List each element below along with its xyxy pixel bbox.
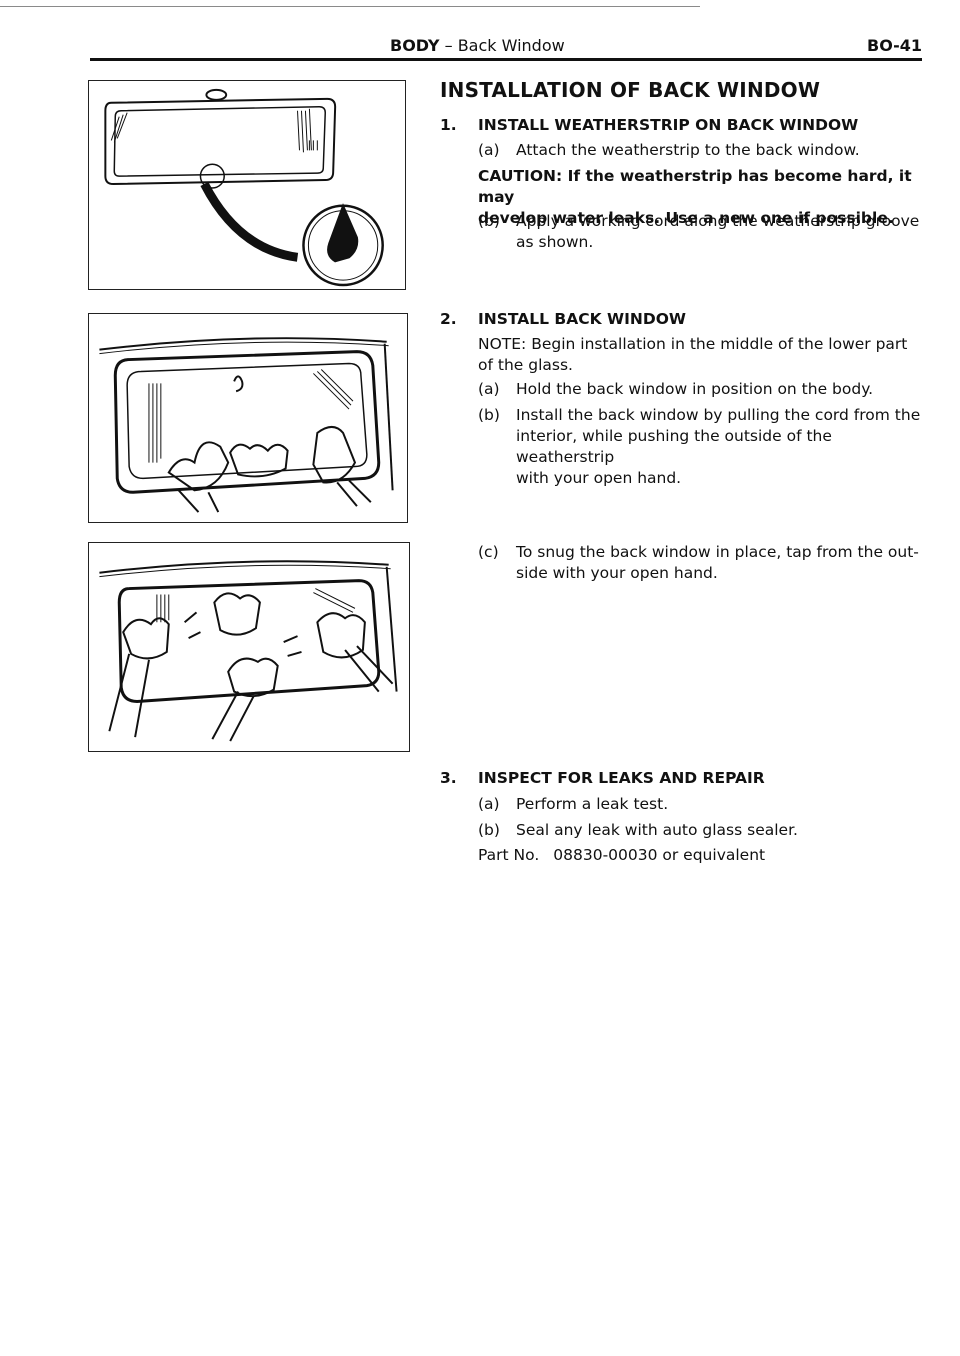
step-3-a-label: (a) (478, 795, 500, 813)
step-2-a-label: (a) (478, 380, 500, 398)
step-2-b-line-3: with your open hand. (516, 469, 682, 487)
step-1-b-line-2: as shown. (516, 233, 594, 251)
step-2-number: 2. (440, 310, 457, 328)
note-line-1: NOTE: Begin installation in the middle o… (478, 335, 908, 353)
step-1-item-b: (b) Apply a working cord along the weath… (478, 211, 928, 255)
step-2-b-label: (b) (478, 406, 500, 424)
header-separator: – (444, 36, 453, 55)
figure-weatherstrip-cord (88, 80, 406, 290)
step-3-item-b: (b) Seal any leak with auto glass sealer… (478, 820, 928, 842)
header-subsection: Back Window (457, 36, 565, 55)
step-2-b-text: Install the back window by pulling the c… (516, 405, 928, 489)
step-2-c-label: (c) (478, 543, 499, 561)
part-number-line: Part No. 08830-00030 or equivalent (478, 846, 779, 864)
page-number: BO-41 (867, 36, 922, 55)
part-label: Part No. (478, 846, 540, 864)
step-2-a-text: Hold the back window in position on the … (516, 380, 874, 398)
step-1-heading: 1. INSTALL WEATHERSTRIP ON BACK WINDOW (440, 116, 858, 134)
step-2-b-line-1: Install the back window by pulling the c… (516, 406, 921, 424)
step-1-caution: CAUTION: If the weatherstrip has become … (478, 166, 928, 229)
step-1-b-line-1: Apply a working cord along the weatherst… (516, 212, 920, 230)
page-header: BODY – Back Window BO-41 (90, 36, 922, 58)
step-2-heading: 2. INSTALL BACK WINDOW (440, 310, 686, 328)
step-3-title: INSPECT FOR LEAKS AND REPAIR (478, 769, 765, 787)
step-2-b-line-2: interior, while pushing the outside of t… (516, 427, 832, 466)
step-3-a-text: Perform a leak test. (516, 795, 669, 813)
caution-line-2: develop water leaks. Use a new one if po… (478, 209, 894, 227)
step-2-item-b: (b) Install the back window by pulling t… (478, 405, 928, 487)
step-1-a-text: Attach the weatherstrip to the back wind… (516, 141, 860, 159)
main-title: INSTALLATION OF BACK WINDOW (440, 78, 821, 102)
step-2-note: NOTE: Begin installation in the middle o… (478, 334, 928, 376)
note-line-2: of the glass. (478, 356, 573, 374)
step-2-item-c: (c) To snug the back window in place, ta… (478, 542, 928, 586)
step-1-b-label: (b) (478, 212, 500, 230)
step-3-b-label: (b) (478, 821, 500, 839)
header-rule (90, 58, 922, 61)
step-3-number: 3. (440, 769, 457, 787)
step-3-item-a: (a) Perform a leak test. (478, 794, 928, 816)
step-2-c-line-1: To snug the back window in place, tap fr… (516, 543, 919, 561)
part-number: 08830-00030 or equivalent (553, 846, 766, 864)
tapping-window-illustration (99, 560, 398, 742)
top-rule (0, 6, 700, 7)
step-1-a-label: (a) (478, 141, 500, 159)
header-title: BODY – Back Window (390, 36, 565, 55)
figure-tapping-window (88, 542, 410, 752)
step-2-c-line-2: side with your open hand. (516, 564, 718, 582)
step-3-heading: 3. INSPECT FOR LEAKS AND REPAIR (440, 769, 765, 787)
step-2-title: INSTALL BACK WINDOW (478, 310, 686, 328)
caution-line-1: CAUTION: If the weatherstrip has become … (478, 167, 912, 206)
step-1-b-text: Apply a working cord along the weatherst… (516, 211, 919, 253)
header-section: BODY (390, 36, 440, 55)
step-2-c-text: To snug the back window in place, tap fr… (516, 542, 919, 584)
step-2-item-a: (a) Hold the back window in position on … (478, 379, 928, 401)
pulling-cord-illustration (99, 337, 394, 513)
step-1-title: INSTALL WEATHERSTRIP ON BACK WINDOW (478, 116, 859, 134)
step-1-item-a: (a) Attach the weatherstrip to the back … (478, 140, 928, 162)
step-1-number: 1. (440, 116, 457, 134)
weatherstrip-illustration (104, 88, 384, 287)
figure-pulling-cord (88, 313, 408, 523)
step-3-b-text: Seal any leak with auto glass sealer. (516, 821, 798, 839)
